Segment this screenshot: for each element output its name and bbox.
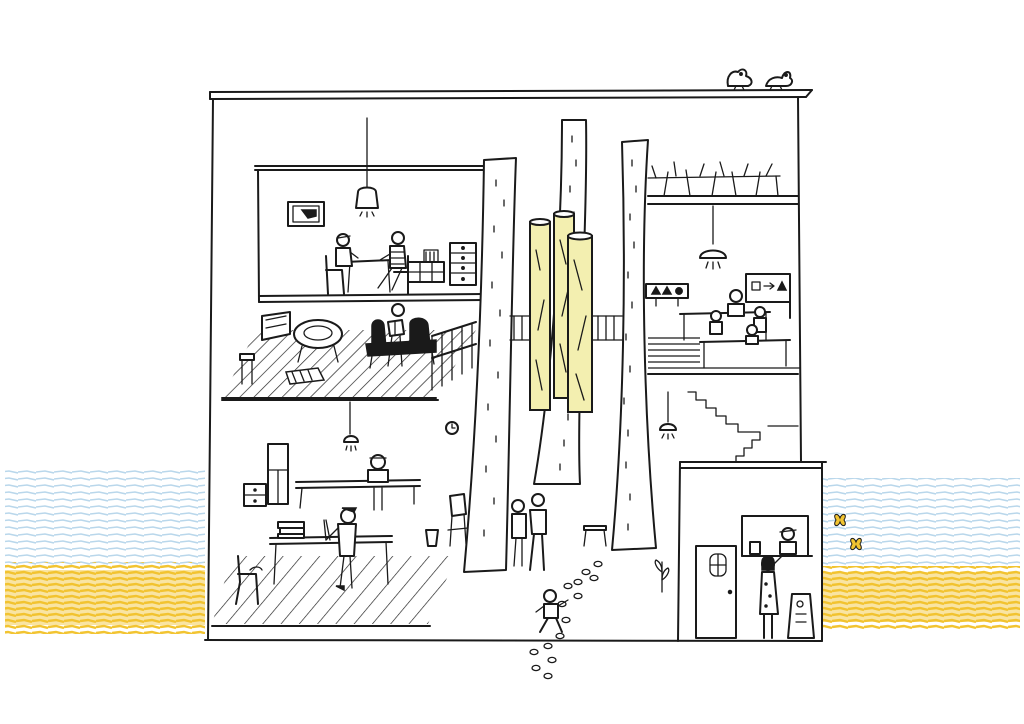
adult-figure — [529, 493, 547, 571]
wall-picture — [287, 201, 325, 227]
field-right — [822, 566, 1020, 630]
person-at-desk — [367, 454, 389, 511]
bird-icon — [726, 68, 753, 91]
crayon-landscape — [5, 470, 1020, 634]
footprint-icon — [561, 616, 571, 624]
customer-figure — [759, 555, 783, 639]
child-walking — [535, 589, 569, 633]
shopkeeper — [779, 527, 797, 555]
person-sitting — [325, 233, 359, 295]
pendant-lamp-icon — [343, 401, 359, 452]
footprint-icon — [529, 648, 539, 656]
reading-platform — [221, 303, 477, 401]
hall-figures — [511, 493, 670, 633]
footprint-trail — [529, 560, 603, 680]
shape-board — [745, 273, 791, 319]
upper-left-room — [254, 117, 485, 303]
pendant-lamp-icon — [659, 391, 677, 440]
footprint-icon — [543, 642, 553, 650]
butterfly-icon — [834, 513, 846, 527]
person-standing — [325, 507, 358, 592]
person-sitting — [377, 231, 409, 295]
clock-icon — [445, 421, 459, 435]
child-figure — [727, 289, 745, 317]
footprint-icon — [593, 560, 603, 568]
field-left — [5, 562, 205, 634]
front-door — [695, 545, 737, 639]
upper-right-room — [645, 161, 800, 463]
shop-annex — [677, 461, 827, 642]
staircase — [687, 391, 761, 463]
person-reading — [387, 303, 405, 367]
hanging-glass-column — [529, 218, 551, 411]
footprint-icon — [543, 672, 553, 680]
pendant-lamp-icon — [699, 205, 727, 270]
house-outline — [204, 89, 823, 642]
pendant-lamp-icon — [355, 117, 379, 218]
a-frame-signboard — [787, 593, 815, 639]
workshop-room — [211, 401, 469, 627]
footprint-icon — [581, 568, 591, 576]
footprint-icon — [547, 656, 557, 664]
footprint-icon — [531, 664, 541, 672]
footprint-icon — [555, 632, 565, 640]
bird-icon — [765, 71, 794, 91]
footprint-icon — [573, 578, 583, 586]
sprout-icon — [654, 559, 670, 593]
butterfly-icon — [850, 537, 862, 551]
hanging-glass-column — [567, 231, 593, 413]
adult-figure — [511, 499, 527, 567]
footprint-icon — [573, 592, 583, 600]
footprint-icon — [589, 574, 599, 582]
sky-left — [5, 470, 205, 565]
tree-trunk — [611, 139, 657, 551]
child-figure — [745, 324, 759, 345]
sky-right — [822, 478, 1020, 568]
tree-trunk-columns — [463, 119, 657, 573]
footprint-icon — [563, 582, 573, 590]
tree-trunk — [463, 157, 517, 573]
child-figure — [709, 310, 723, 335]
shape-sign — [645, 283, 689, 307]
footprint-icon — [557, 600, 567, 608]
